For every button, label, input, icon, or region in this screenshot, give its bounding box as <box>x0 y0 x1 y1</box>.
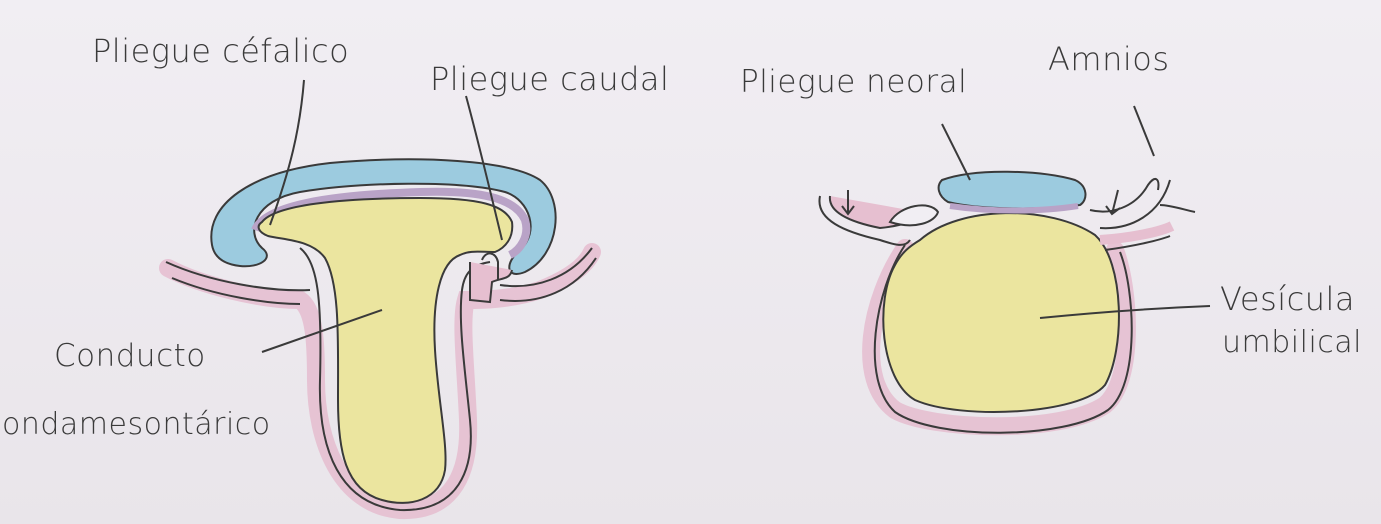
left-embryo <box>166 159 596 510</box>
label-conducto-line2: ondamesontárico <box>2 407 271 442</box>
leader-amnios <box>1134 106 1154 156</box>
label-pliegue-cefalico: Pliegue céfalico <box>92 32 349 70</box>
right-right-fold-2 <box>1100 180 1170 228</box>
leader-pliegue-neural <box>942 124 970 180</box>
label-amnios: Amnios <box>1048 40 1169 78</box>
label-pliegue-neural: Pliegue neoral <box>740 64 967 100</box>
right-neural-plate <box>939 172 1086 209</box>
label-vesicula-line2: umbilical <box>1222 325 1362 360</box>
label-vesicula-line1: Vesícula <box>1220 280 1355 318</box>
label-pliegue-caudal: Pliegue caudal <box>430 60 669 98</box>
right-yolk-sac <box>883 213 1119 412</box>
labels: Pliegue céfalico Pliegue caudal Pliegue … <box>2 32 1362 442</box>
right-right-fold-1 <box>1090 179 1158 212</box>
right-embryo <box>819 172 1195 433</box>
label-conducto-line1: Conducto <box>54 338 206 374</box>
right-right-arrow-icon <box>1106 190 1120 214</box>
